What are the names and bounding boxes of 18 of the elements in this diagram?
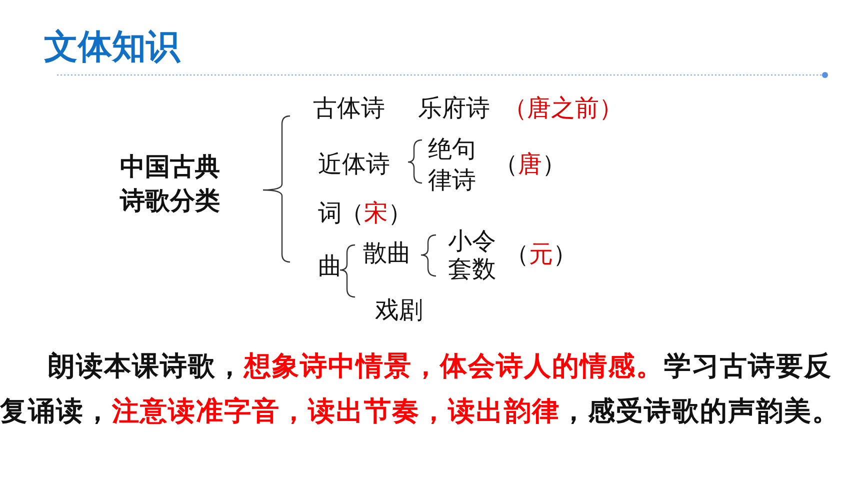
category-label: （唐） [494, 152, 566, 176]
category-label: 套数 [448, 257, 496, 281]
category-label: 戏剧 [375, 298, 423, 322]
category-label: （唐之前） [503, 96, 623, 120]
category-label: 散曲 [363, 241, 411, 265]
category-label: 绝句 [428, 137, 476, 161]
category-label: 乐府诗 [418, 96, 490, 120]
category-label: 曲 [318, 254, 342, 278]
title: 文体知识 [44, 30, 180, 64]
topic-heading: 中国古典诗歌分类 [120, 151, 221, 217]
category-label: （元） [505, 242, 577, 266]
category-label: 律诗 [428, 168, 476, 192]
category-label: 古体诗 [313, 96, 385, 120]
paragraph: 朗读本课诗歌，想象诗中情景，体会诗人的情感。学习古诗要反复诵读，注意读准字音，读出节奏，读出韵律，感受诗歌的声韵美。 [0, 350, 841, 429]
category-label: 词 [318, 201, 342, 225]
category-label: 小令 [448, 229, 496, 253]
category-label: （宋） [340, 201, 412, 225]
category-label: 近体诗 [318, 152, 390, 176]
